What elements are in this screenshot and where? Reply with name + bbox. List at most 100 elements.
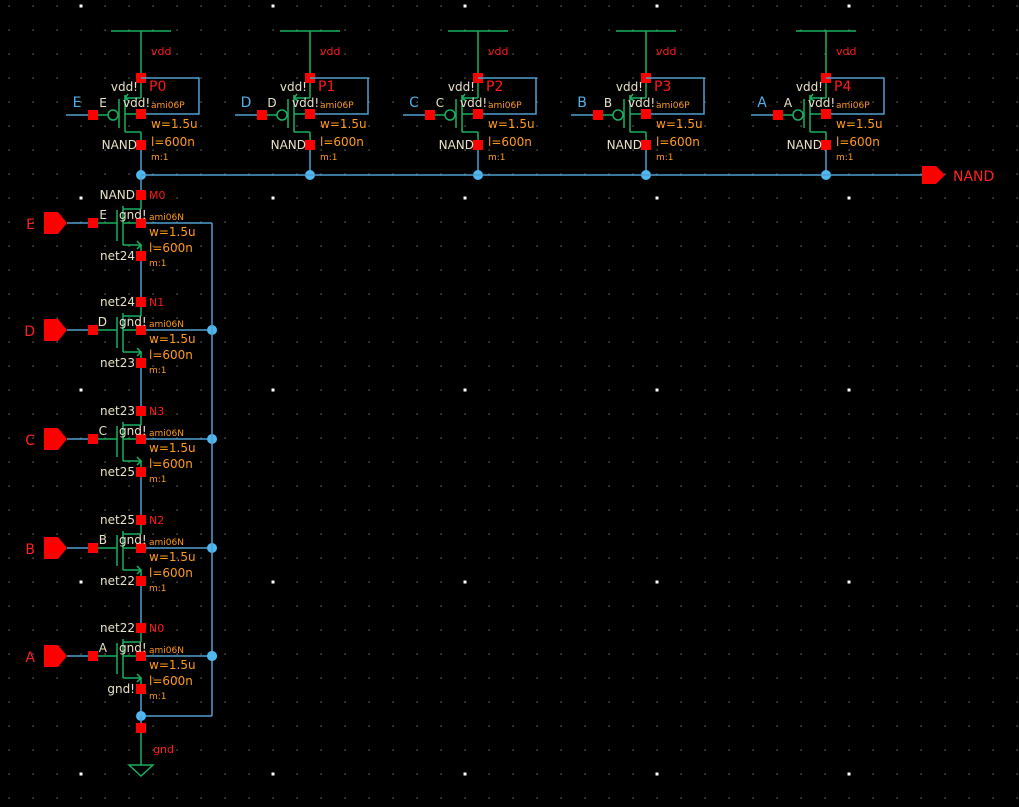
- source-pin[interactable]: [136, 576, 146, 586]
- grid-dot: [848, 605, 850, 607]
- grid-dot: [968, 77, 970, 79]
- bulk-pin[interactable]: [821, 109, 831, 119]
- output-pin-nand[interactable]: NAND: [922, 166, 994, 185]
- grid-dot: [632, 437, 634, 439]
- source-pin[interactable]: [136, 251, 146, 261]
- grid-dot: [512, 749, 514, 751]
- output-pin-icon[interactable]: [922, 166, 945, 184]
- grid-dot: [200, 701, 202, 703]
- grid-dot: [560, 749, 562, 751]
- gate-pin[interactable]: [88, 651, 98, 661]
- grid-dot: [416, 677, 418, 679]
- drain-pin[interactable]: [473, 140, 483, 150]
- bulk-pin[interactable]: [305, 109, 315, 119]
- gate-pin[interactable]: [88, 434, 98, 444]
- grid-dot: [368, 581, 370, 583]
- grid-dot: [536, 677, 538, 679]
- bulk-pin[interactable]: [136, 543, 146, 553]
- grid-dot: [848, 653, 850, 655]
- gate-pin[interactable]: [593, 110, 603, 120]
- gate-pin[interactable]: [88, 110, 98, 120]
- length-param: l=600n: [836, 135, 880, 149]
- grid-dot: [872, 749, 874, 751]
- grid-dot: [80, 437, 82, 439]
- grid-dot: [512, 629, 514, 631]
- ground-pin[interactable]: [136, 723, 146, 733]
- grid-dot: [152, 341, 154, 343]
- grid-dot: [512, 53, 514, 55]
- bulk-terminal-label: gnd!: [119, 315, 147, 329]
- gate-pin[interactable]: [88, 218, 98, 228]
- drain-pin[interactable]: [641, 140, 651, 150]
- drain-pin[interactable]: [821, 140, 831, 150]
- grid-dot: [152, 5, 154, 7]
- grid-dot: [776, 341, 778, 343]
- grid-dot: [896, 77, 898, 79]
- input-pin-icon[interactable]: [44, 319, 67, 341]
- gate-pin[interactable]: [257, 110, 267, 120]
- drain-pin[interactable]: [136, 515, 146, 525]
- input-pin-icon[interactable]: [44, 428, 67, 450]
- bulk-pin[interactable]: [136, 434, 146, 444]
- grid-dot: [104, 341, 106, 343]
- width-param: w=1.5u: [320, 117, 367, 131]
- grid-dot: [200, 317, 202, 319]
- gate-pin[interactable]: [425, 110, 435, 120]
- grid-dot: [128, 29, 130, 31]
- input-pin-icon[interactable]: [44, 645, 67, 667]
- gate-pin[interactable]: [88, 325, 98, 335]
- grid-dot: [824, 53, 826, 55]
- grid-dot: [200, 29, 202, 31]
- drain-pin[interactable]: [136, 190, 146, 200]
- grid-dot: [416, 413, 418, 415]
- grid-dot: [584, 437, 586, 439]
- grid-dot: [992, 77, 994, 79]
- drain-pin[interactable]: [136, 297, 146, 307]
- bulk-tie-wire: [141, 77, 200, 115]
- bulk-pin[interactable]: [136, 218, 146, 228]
- drain-pin[interactable]: [136, 623, 146, 633]
- bulk-pin[interactable]: [136, 651, 146, 661]
- bulk-pin[interactable]: [136, 325, 146, 335]
- input-pin-icon[interactable]: [44, 212, 67, 234]
- grid-dot: [512, 197, 514, 199]
- grid-dot: [920, 653, 922, 655]
- grid-dot: [944, 557, 946, 559]
- source-pin[interactable]: [136, 358, 146, 368]
- drain-pin[interactable]: [136, 406, 146, 416]
- grid-dot: [320, 125, 322, 127]
- grid-dot: [752, 101, 754, 103]
- grid-dot: [896, 749, 898, 751]
- bulk-pin[interactable]: [641, 109, 651, 119]
- grid-dot: [344, 149, 346, 151]
- bulk-pin[interactable]: [473, 109, 483, 119]
- nmos-arrow-icon: [136, 673, 143, 683]
- bulk-pin[interactable]: [136, 109, 146, 119]
- source-pin[interactable]: [136, 467, 146, 477]
- gate-pin[interactable]: [773, 110, 783, 120]
- source-pin[interactable]: [136, 684, 146, 694]
- drain-pin[interactable]: [305, 140, 315, 150]
- grid-dot: [728, 701, 730, 703]
- grid-dot: [944, 125, 946, 127]
- grid-dot: [848, 101, 850, 103]
- grid-dot: [32, 413, 34, 415]
- gate-net-label: C: [409, 95, 419, 111]
- bulk-label: vdd!: [616, 80, 643, 94]
- gate-pin[interactable]: [88, 543, 98, 553]
- input-pin-icon[interactable]: [44, 537, 67, 559]
- drain-pin[interactable]: [136, 140, 146, 150]
- grid-dot: [896, 797, 898, 799]
